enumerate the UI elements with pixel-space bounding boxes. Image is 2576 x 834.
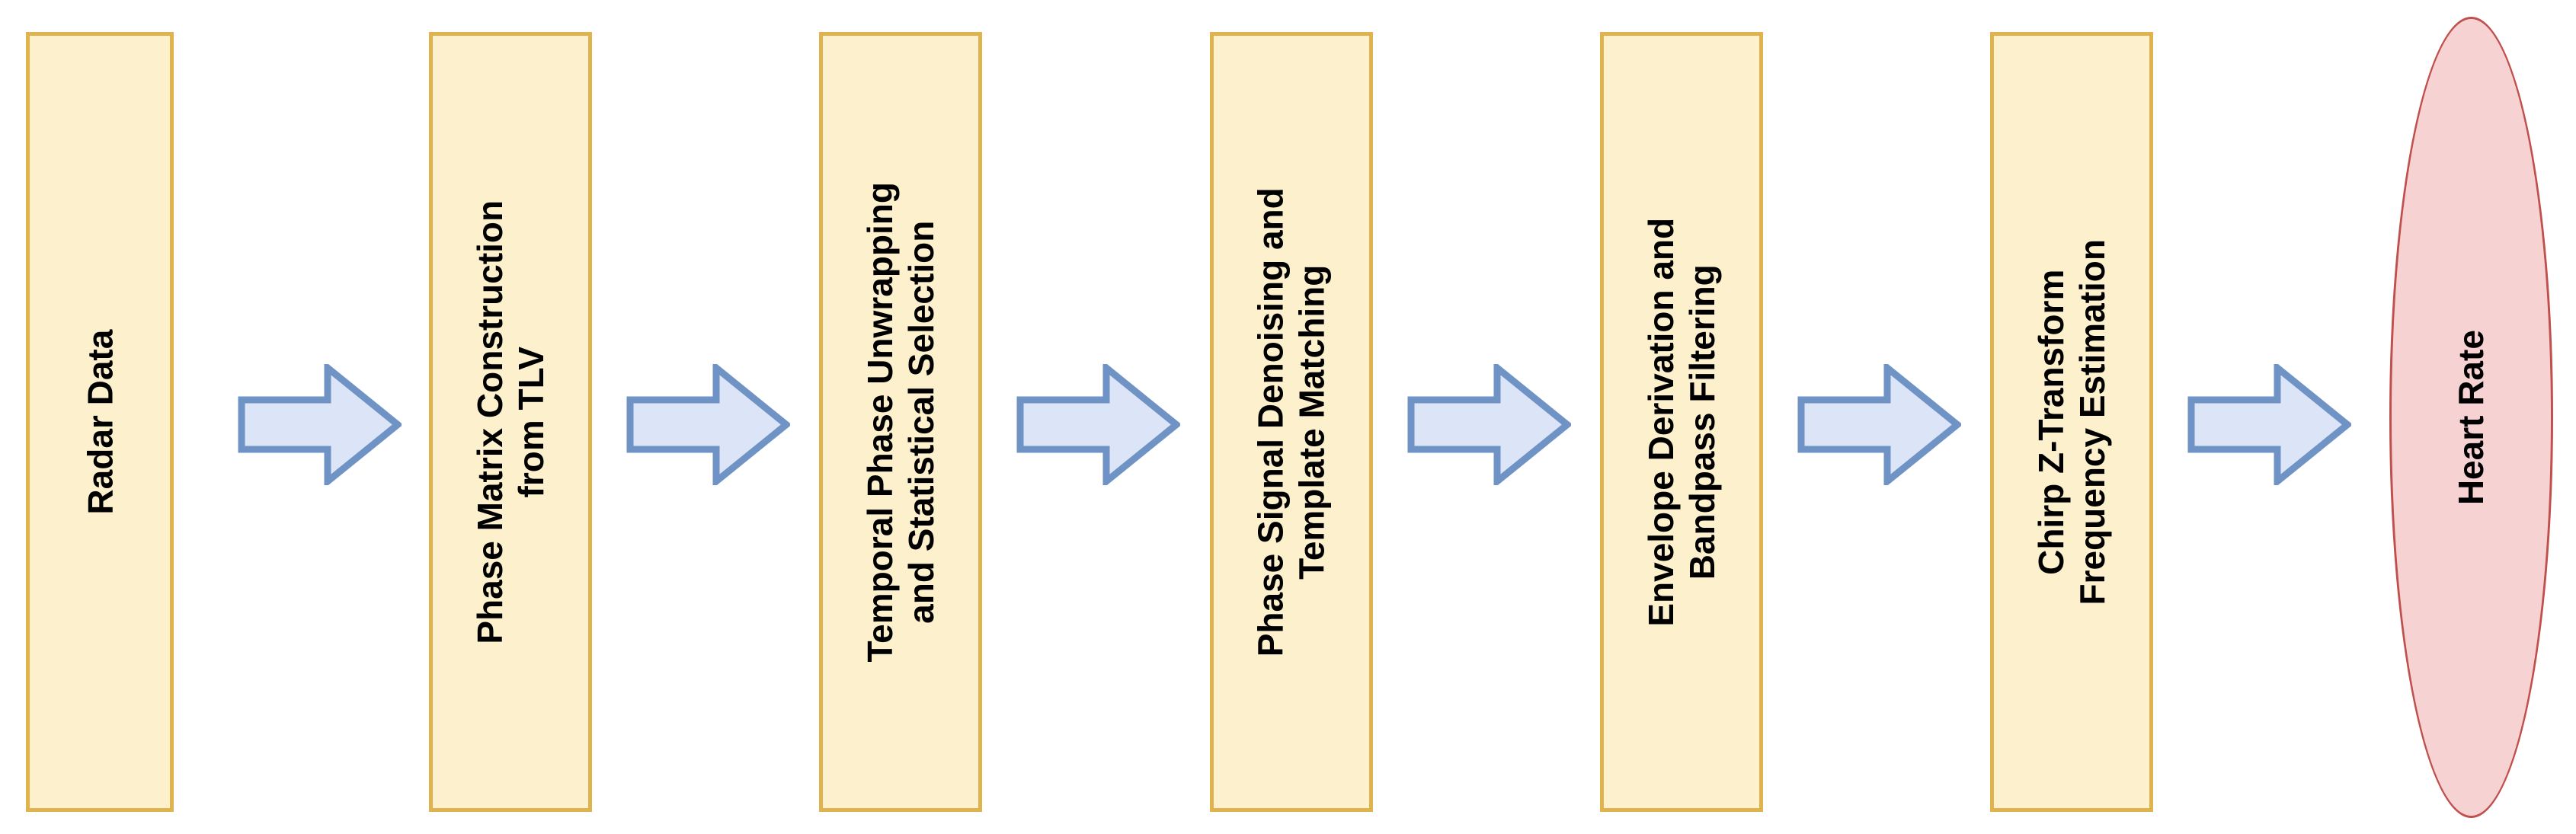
node-label-line: Bandpass Filtering (1682, 264, 1723, 580)
right-arrow-icon (1797, 364, 1961, 485)
node-label-line: Phase Matrix Construction (469, 200, 510, 644)
flow-arrow-1 (238, 364, 402, 485)
node-label-heart-rate: Heart Rate (2450, 330, 2491, 505)
node-label-line: Envelope Derivation and (1640, 217, 1681, 627)
node-label-line: Frequency Estimation (2072, 238, 2112, 606)
flow-arrow-4 (1407, 364, 1571, 485)
right-arrow-icon (1407, 364, 1571, 485)
right-arrow-icon (1016, 364, 1180, 485)
right-arrow-icon (2187, 364, 2351, 485)
flow-arrow-3 (1016, 364, 1180, 485)
node-label-line: and Statistical Selection (901, 220, 942, 624)
node-radar-data[interactable]: Radar Data (26, 32, 174, 812)
node-label-radar-data: Radar Data (79, 330, 120, 515)
node-label-line: Temporal Phase Unwrapping (859, 181, 900, 663)
node-label-line: Chirp Z-Transform (2030, 269, 2071, 575)
node-label-line: Phase Signal Denoising and (1250, 187, 1291, 657)
node-heart-rate[interactable]: Heart Rate (2389, 17, 2553, 818)
node-label-line: Heart Rate (2451, 329, 2491, 506)
right-arrow-icon (626, 364, 790, 485)
node-label-line: Template Matching (1292, 264, 1333, 580)
flow-arrow-6 (2187, 364, 2351, 485)
flow-arrow-5 (1797, 364, 1961, 485)
node-label-line: Radar Data (79, 329, 120, 515)
right-arrow-icon (238, 364, 402, 485)
flow-arrow-2 (626, 364, 790, 485)
node-label-line: from TLV (511, 346, 551, 498)
